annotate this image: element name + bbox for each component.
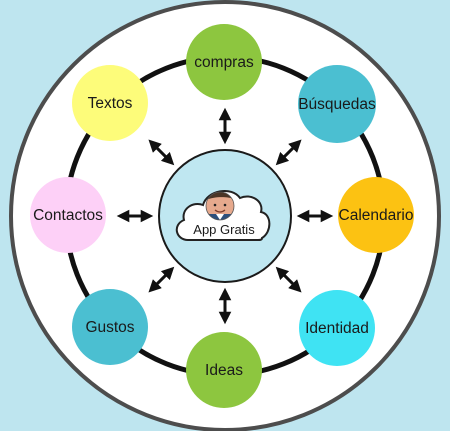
node-circle-compras <box>186 24 262 100</box>
node-circle-textos <box>72 65 148 141</box>
node-label-gustos: Gustos <box>85 319 134 336</box>
arrow-busquedas <box>275 139 302 166</box>
node-busquedas: Búsquedas <box>298 65 376 143</box>
node-identidad: Identidad <box>299 290 375 366</box>
node-circle-calendario <box>338 177 414 253</box>
nodes: comprasBúsquedasCalendarioIdentidadIdeas… <box>30 24 414 408</box>
avatar-ring <box>205 191 235 221</box>
arrows <box>116 107 334 325</box>
node-circle-ideas <box>186 332 262 408</box>
node-contactos: Contactos <box>30 177 106 253</box>
arrow-textos <box>148 139 175 166</box>
node-gustos: Gustos <box>72 289 148 365</box>
arrow-identidad <box>275 266 302 293</box>
node-label-identidad: Identidad <box>305 320 369 337</box>
node-compras: compras <box>186 24 262 100</box>
node-label-calendario: Calendario <box>339 207 414 224</box>
node-label-compras: compras <box>194 54 254 71</box>
node-circle-contactos <box>30 177 106 253</box>
arrow-gustos <box>148 266 175 293</box>
node-label-ideas: Ideas <box>205 362 243 379</box>
cloud-avatar-icon <box>175 189 271 241</box>
node-label-textos: Textos <box>88 95 133 112</box>
node-ideas: Ideas <box>186 332 262 408</box>
node-circle-identidad <box>299 290 375 366</box>
node-calendario: Calendario <box>338 177 414 253</box>
node-textos: Textos <box>72 65 148 141</box>
hub-label: App Gratis <box>193 222 255 237</box>
node-label-contactos: Contactos <box>33 207 103 224</box>
node-circle-busquedas <box>298 65 376 143</box>
node-circle-gustos <box>72 289 148 365</box>
node-label-busquedas: Búsquedas <box>298 96 376 113</box>
hub: App Gratis <box>158 149 292 283</box>
